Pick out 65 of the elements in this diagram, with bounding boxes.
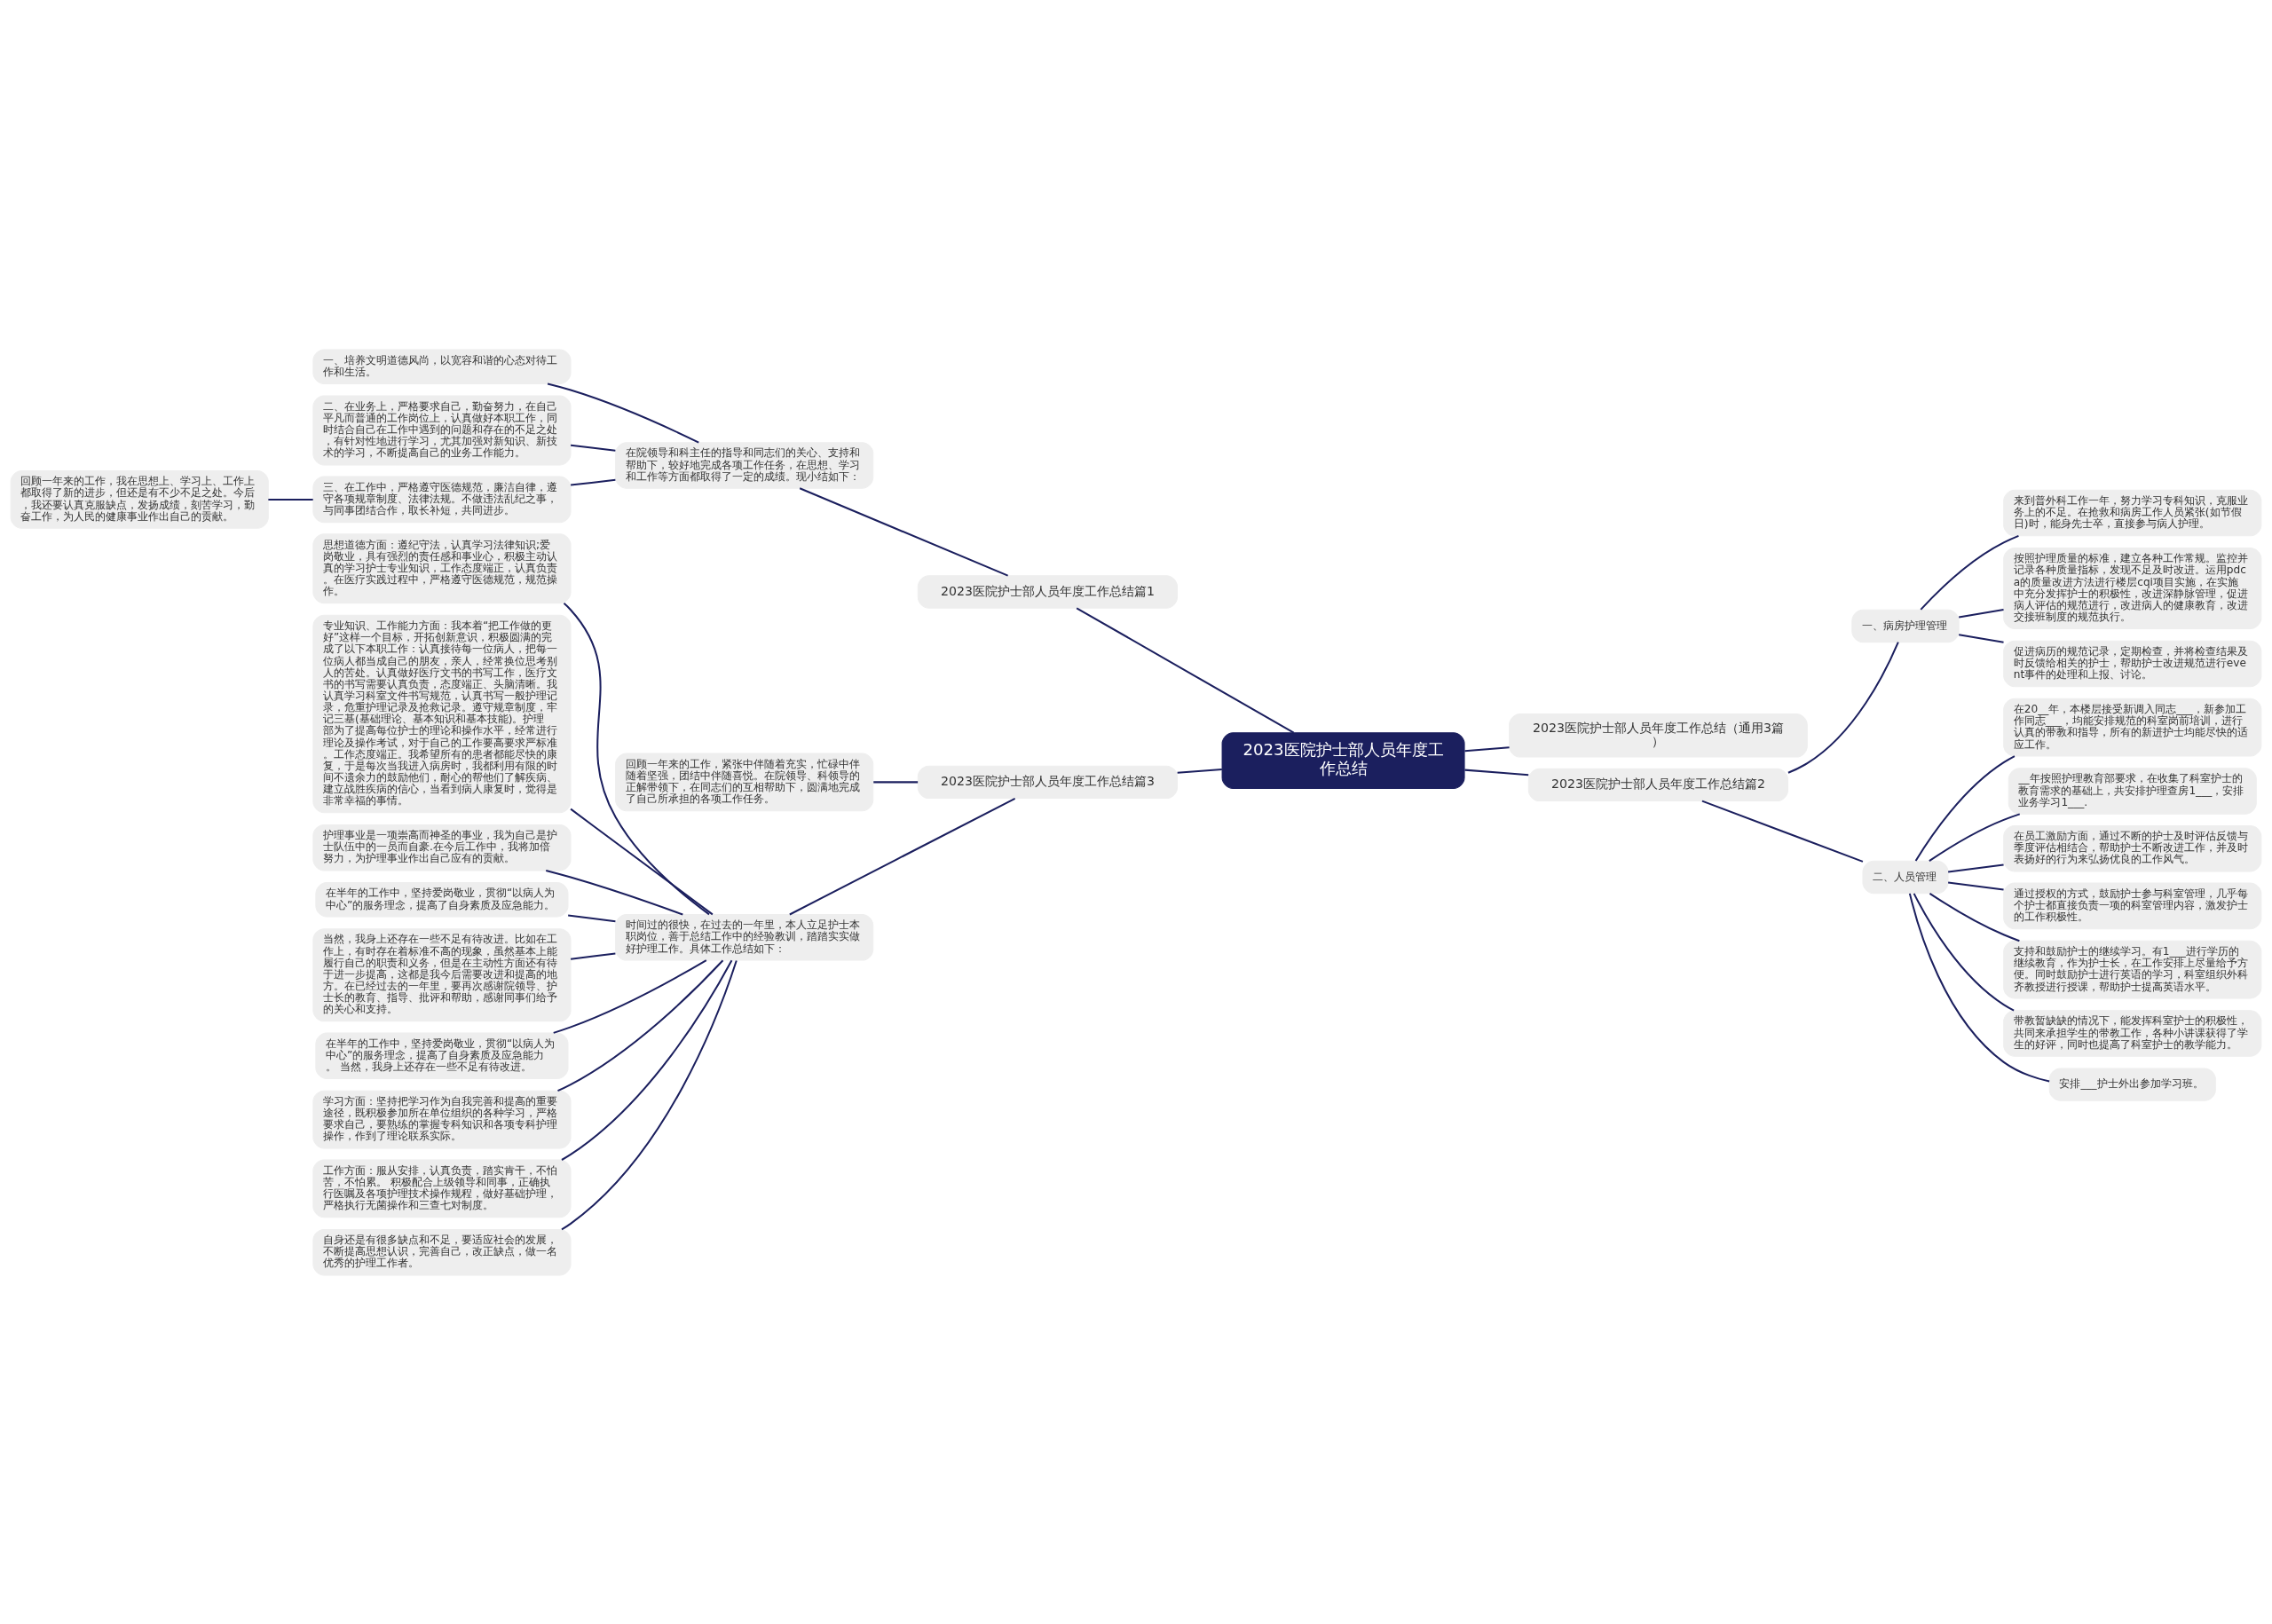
connector <box>563 602 710 915</box>
node-box: 当然，我身上还存在一些不足有待改进。比如在工作上，有时存在着标准不高的现象，虽然基本上能履行自己的职责和义务，但是在主动性方面还有待于进一步提高，这都是我今后需要改进和提高的地方。在已经过去的一年里，要再次感谢院领导、护士长的教育、指导、批评和帮助，感谢同事们给予的关心和支持。 <box>312 927 572 1021</box>
node-box: 工作方面：服从安排，认真负责，踏实肯干，不怕苦，不怕累。 积极配合上级领导和同事，正确执行医嘱及各项护理技术操作规程，做好基础护理，严格执行无菌操作和三查七对制度。 <box>312 1159 572 1218</box>
node-box: 时间过的很快，在过去的一年里，本人立足护士本职岗位，善于总结工作中的经验教训，踏踏实实做好护理工作。具体工作总结如下： <box>615 913 874 961</box>
node-box: 2023医院护士部人员年度工作总结篇3 <box>917 765 1178 799</box>
node-box: 2023医院护士部人员年度工作总结篇2 <box>1527 768 1789 801</box>
node-box: 思想道德方面：遵纪守法，认真学习法律知识;爱岗敬业，具有强烈的责任感和事业心，积极主动认真的学习护士专业知识，工作态度端正，认真负责。在医疗实践过程中，严格遵守医德规范，规范操作。 <box>312 532 572 603</box>
connector <box>561 959 733 1161</box>
node-box: 一、培养文明道德风尚，以宽容和谐的心态对待工作和生活。 <box>312 349 572 384</box>
node-box: 二、人员管理 <box>1862 860 1949 894</box>
node-box: 在院领导和科主任的指导和同志们的关心、支持和帮助下，较好地完成各项工作任务，在思想、学习和工作等方面都取得了一定的成绩。现小结如下： <box>615 441 874 489</box>
node-box: 自身还是有很多缺点和不足，要适应社会的发展，不断提高思想认识，完善自己，改正缺点，做一名优秀的护理工作者。 <box>312 1228 572 1275</box>
node-box: 通过授权的方式，鼓励护士参与科室管理，几乎每个护士都直接负责一项的科室管理内容，激发护士的工作积极性。 <box>2003 882 2262 929</box>
connector <box>561 959 738 1230</box>
connector <box>557 959 724 1092</box>
node-box: 专业知识、工作能力方面：我本着“把工作做的更好”这样一个目标，开拓创新意识，积极圆满的完成了以下本职工作：认真接待每一位病人，把每一位病人都当成自己的朋友，亲人，经常换位思考别人的苦处。认真做好医疗文书的书写工作，医疗文书的书写需要认真负责，态度端正、头脑清晰。我认真学习科室文件书写规范，认真书写一般护理记录，危重护理记录及抢救记录。遵守规章制度，牢记三基(基础理论、基本知识和基本技能)。护理部为了提高每位护士的理论和操作水平，经常进行理论及操作考试，对于自己的工作要高要求严标准。工作态度端正。我希望所有的患者都能尽快的康复，于是每次当我进入病房时，我都利用有限的时间不遗余力的鼓励他们，耐心的帮他们了解疾病、建立战胜疾病的信心，当看到病人康复时，觉得是非常幸福的事情。 <box>312 614 572 813</box>
connector <box>1913 892 2015 1012</box>
node-box: 安排___护士外出参加学习班。 <box>2048 1067 2216 1101</box>
node-box: 学习方面：坚持把学习作为自我完善和提高的重要途径，既积极参加所在单位组织的各种学习，严格要求自己，要熟练的掌握专科知识和各项专科护理操作，作到了理论联系实际。 <box>312 1090 572 1148</box>
connector <box>789 797 1016 915</box>
connector <box>553 958 707 1034</box>
node-box: 回顾一年来的工作，紧张中伴随着充实，忙碌中伴随着坚强，团结中伴随喜悦。在院领导、科领导的正解带领下，在同志们的互相帮助下，圆满地完成了自己所承担的各项工作任务。 <box>615 753 874 811</box>
node-box: 护理事业是一项崇高而神圣的事业，我为自己是护士队伍中的一员而自豪.在今后工作中，我将加倍努力，为护理事业作出自己应有的贡献。 <box>312 824 572 871</box>
connector <box>1908 893 2050 1083</box>
node-box: 二、在业务上，严格要求自己，勤奋努力，在自己平凡而普通的工作岗位上，认真做好本职工作，同时结合自己在工作中遇到的问题和存在的不足之处，有针对性地进行学习，尤其加强对新知识、新技术的学习，不断提高自己的业务工作能力。 <box>312 395 572 465</box>
connector <box>1701 800 1864 863</box>
connector <box>1959 608 2004 619</box>
connector <box>268 498 313 501</box>
connector <box>1929 812 2021 862</box>
node-box: __年按照护理教育部要求，在收集了科室护士的教育需求的基础上，共安排护理查房1___，安排业务学习1___. <box>2008 767 2257 815</box>
connector <box>1464 745 1510 752</box>
node-box: 带教暂缺缺的情况下，能发挥科室护士的积极性，共同来承担学生的带教工作，各种小讲课获得了学生的好评，同时也提高了科室护士的教学能力。 <box>2003 1009 2262 1057</box>
connector <box>1920 534 2019 611</box>
connector <box>568 914 616 922</box>
connector <box>799 486 1008 577</box>
connector <box>570 951 616 960</box>
connector <box>1787 641 1899 774</box>
connector <box>1948 881 2004 891</box>
node-box: 来到普外科工作一年，努力学习专科知识，克服业务上的不足。在抢救和病房工作人员紧张(如节假日)时，能身先士卒，直接参与病人护理。 <box>2003 489 2262 536</box>
connector <box>1929 892 2020 942</box>
connector <box>1177 768 1222 774</box>
node-box: 促进病历的规范记录，定期检查，并将检查结果及时反馈给相关的护士，帮助护士改进规范进行event事件的处理和上报、讨论。 <box>2003 640 2262 687</box>
node-box: 三、在工作中，严格遵守医德规范，廉洁自律，遵守各项规章制度、法律法规。不做违法乱纪之事，与同事团结合作，取长补短，共同进步。 <box>312 476 572 523</box>
node-box: 2023医院护士部人员年度工作总结 <box>1221 731 1465 789</box>
connector <box>547 382 699 444</box>
node-box: 在20__年，本楼层接受新调入同志___，新参加工作同志___，均能安排规范的科室岗前培训，进行认真的带教和指导，所有的新进护士均能尽快的适应工作。 <box>2003 698 2262 757</box>
connector <box>1076 606 1295 733</box>
connector <box>1948 863 2004 873</box>
connector <box>570 444 616 452</box>
connector <box>570 808 714 915</box>
node-box: 2023医院护士部人员年度工作总结篇1 <box>917 574 1178 609</box>
connector <box>1464 769 1529 776</box>
node-box: 在员工激励方面，通过不断的护士及时评估反馈与季度评估相结合，帮助护士不断改进工作，并及时表扬好的行为来弘扬优良的工作风气。 <box>2003 824 2262 871</box>
connector <box>545 869 683 915</box>
node-box: 支持和鼓励护士的继续学习。有1___进行学历的继续教育，作为护士长，在工作安排上尽量给予方便。同时鼓励护士进行英语的学习，科室组织外科齐教授进行授课，帮助护士提高英语水平。 <box>2003 940 2262 999</box>
connector <box>570 478 616 486</box>
node-box: 一、病房护理管理 <box>1851 609 1960 643</box>
connector <box>873 780 919 783</box>
node-box: 回顾一年来的工作，我在思想上、学习上、工作上都取得了新的进步，但还是有不少不足之处。今后，我还要认真克服缺点，发扬成绩，刻苦学习，勤奋工作，为人民的健康事业作出自己的贡献。 <box>10 469 269 529</box>
connector <box>1914 754 2016 862</box>
node-box: 2023医院护士部人员年度工作总结（通用3篇） <box>1509 713 1808 758</box>
node-box: 在半年的工作中，坚持爱岗敬业，贯彻“以病人为中心”的服务理念，提高了自身素质及应急能力。 当然，我身上还存在一些不足有待改进。 <box>315 1031 569 1079</box>
node-box: 按照护理质量的标准，建立各种工作常规。监控并记录各种质量指标，发现不足及时改进。运用pdca的质量改进方法进行楼层cqi项目实施，在实施中充分发挥护士的积极性，改进深静脉管理，促进病人评估的规范进行，改进病人的健康教育，改进交接班制度的规范执行。 <box>2003 547 2262 629</box>
connector <box>1959 633 2004 643</box>
node-box: 在半年的工作中，坚持爱岗敬业，贯彻“以病人为中心”的服务理念，提高了自身素质及应急能力。 <box>315 881 569 918</box>
